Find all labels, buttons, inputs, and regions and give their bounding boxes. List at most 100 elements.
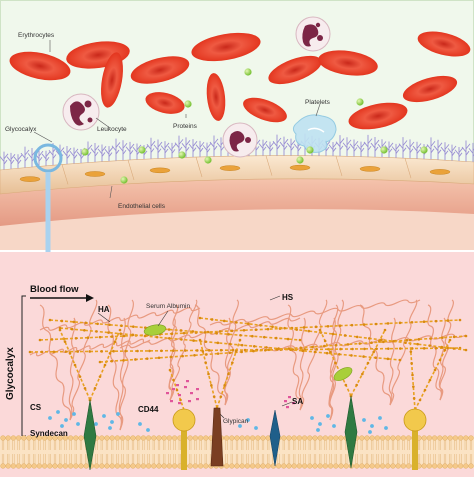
- lipid-head: [234, 463, 240, 469]
- lipid-head: [187, 463, 193, 469]
- cd44-glycan: [284, 400, 287, 403]
- hs-bead: [93, 387, 97, 390]
- endothelial-nucleus: [219, 165, 241, 171]
- hs-bead: [86, 336, 90, 340]
- lipid-head: [452, 435, 459, 441]
- lipid-tail: [459, 440, 462, 464]
- hs-bead: [107, 331, 110, 334]
- lipid-head: [296, 463, 303, 469]
- serum-albumin: [143, 324, 167, 336]
- erythrocyte: [243, 97, 287, 123]
- lipid-tail: [131, 440, 135, 464]
- lipid-head: [26, 435, 32, 441]
- hs-bead: [64, 350, 68, 353]
- hs-bead: [88, 350, 92, 353]
- leukocyte: [295, 16, 331, 52]
- ha-fiber: [298, 317, 306, 411]
- lipid-head: [307, 463, 313, 469]
- lipid-head: [109, 435, 115, 441]
- cs-bead: [108, 426, 112, 430]
- lipid-head: [57, 463, 63, 469]
- protein: [380, 146, 388, 154]
- lipid-tail: [95, 440, 98, 464]
- lipid-head: [338, 463, 344, 469]
- hs-bead: [230, 329, 234, 333]
- hs-bead: [410, 362, 413, 365]
- ha-fiber: [169, 299, 198, 401]
- cd44-glycan: [292, 402, 295, 405]
- lipid-tail: [7, 440, 10, 464]
- ha-fiber: [359, 304, 392, 406]
- hs-bead: [404, 341, 407, 345]
- hs-bead: [218, 330, 222, 333]
- ha-fiber: [68, 317, 76, 421]
- hs-bead: [351, 347, 354, 351]
- hs-bead: [72, 320, 76, 324]
- label-cd44: CD44: [138, 405, 159, 414]
- hs-bead: [446, 319, 450, 322]
- lipid-head: [380, 435, 386, 441]
- lipid-head: [328, 463, 334, 469]
- cell-membrane-bilayer: [0, 435, 474, 469]
- ha-fiber: [259, 333, 467, 352]
- lipid-head: [41, 435, 48, 441]
- protein: [184, 100, 192, 108]
- hs-bead: [331, 332, 335, 336]
- hs-bead: [274, 336, 278, 340]
- lipid-head: [166, 435, 173, 441]
- ha-fiber: [209, 299, 421, 326]
- lipid-head: [400, 463, 407, 469]
- hs-bead: [428, 344, 432, 347]
- hs-bead: [405, 338, 409, 342]
- glycocalyx-fiber: [69, 147, 79, 164]
- hs-bead: [265, 346, 268, 349]
- label-syndecan: Syndecan: [30, 429, 68, 438]
- hs-bead: [411, 373, 414, 377]
- vessel-wall-band: [0, 174, 474, 226]
- lipid-tail: [324, 440, 327, 464]
- hs-bead: [434, 346, 438, 350]
- cs-bead: [368, 430, 372, 434]
- lipid-head: [374, 435, 381, 441]
- hs-bead: [259, 323, 262, 327]
- hs-bead: [215, 332, 218, 335]
- hs-bead: [231, 348, 235, 352]
- hs-bead: [303, 348, 307, 351]
- hs-bead: [195, 349, 199, 352]
- lipid-tail: [199, 440, 202, 464]
- lipid-tail: [256, 440, 259, 464]
- lipid-head: [203, 435, 209, 441]
- lipid-head: [151, 463, 157, 469]
- ha-fiber: [223, 317, 231, 406]
- cs-bead: [332, 424, 336, 428]
- cs-bead: [76, 422, 80, 426]
- hs-bead: [172, 378, 175, 382]
- lipid-head: [67, 463, 74, 469]
- hs-bead: [392, 339, 395, 343]
- lipid-tail: [397, 440, 400, 464]
- serum-albumin: [333, 367, 353, 381]
- hs-bead: [254, 328, 258, 332]
- lipid-head: [437, 463, 443, 469]
- lipid-head: [135, 463, 141, 469]
- glycocalyx-fiber: [125, 141, 135, 160]
- hs-bead: [428, 378, 432, 382]
- label-endothelial-cells: Endothelial cells: [118, 203, 166, 210]
- hs-bead: [76, 350, 80, 353]
- protein: [244, 68, 252, 76]
- lipid-tail: [173, 440, 176, 464]
- glycocalyx-fiber: [62, 146, 72, 165]
- endothelial-cell-boundary: [127, 159, 135, 181]
- hs-bead: [234, 321, 238, 324]
- lipid-tail: [241, 440, 244, 464]
- label-ha: HA: [98, 305, 110, 314]
- hs-bead: [170, 332, 174, 336]
- lipid-head: [307, 435, 313, 441]
- lipid-head: [395, 435, 401, 441]
- hs-bead: [458, 318, 462, 322]
- proteins-group: [81, 68, 428, 184]
- hs-bead: [124, 349, 127, 353]
- hs-bead: [314, 325, 318, 329]
- hs-bead: [433, 368, 437, 372]
- lipid-tail: [168, 440, 171, 464]
